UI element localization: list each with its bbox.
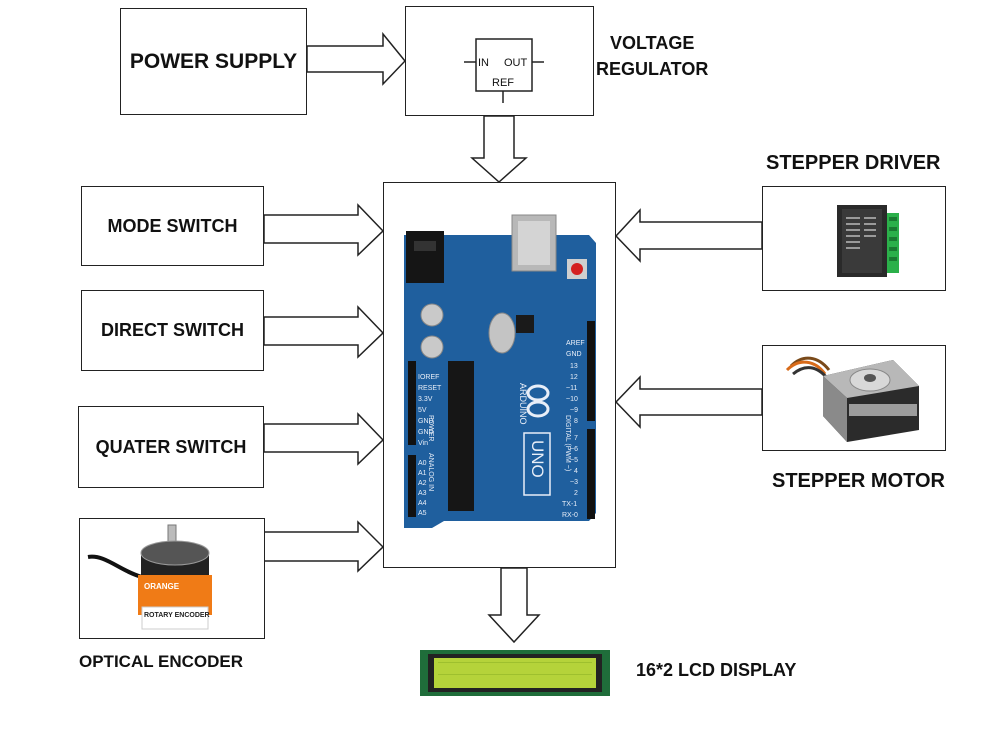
arrow-direct-switch [263,305,385,359]
arduino-power-label: POWER [427,415,434,441]
regulator-ref-label: REF [492,77,514,89]
pin-a4: A4 [418,500,427,507]
lcd-display-image [420,650,610,696]
pin-gnd-1: GND [418,418,434,425]
pin-tx: TX-1 [562,501,577,508]
rotary-encoder-image: ORANGE ROTARY ENCODER [87,524,212,630]
optical-encoder-label: OPTICAL ENCODER [79,652,244,671]
pin-a5: A5 [418,510,427,517]
arrow-regulator-to-arduino [470,115,528,184]
pin-a3: A3 [418,490,427,497]
regulator-in-label: IN [478,57,489,69]
pin-3v3: 3.3V [418,396,433,403]
arrow-arduino-to-lcd [487,567,541,644]
voltage-regulator-label-line2: REGULATOR [596,59,709,79]
pin-3: ~3 [570,479,578,486]
pin-5: ~5 [570,457,578,464]
arduino-brand-text: ARDUINO [518,383,528,425]
regulator-out-label: OUT [504,57,528,69]
stepper-motor-label: STEPPER MOTOR [772,470,945,492]
pin-5v: 5V [418,407,427,414]
pin-a1: A1 [418,470,427,477]
arduino-uno-board: ARDUINO UNO DIGITAL (PWM ~) POWER ANALOG… [404,214,596,528]
encoder-name-text: ROTARY ENCODER [144,612,210,619]
pin-10: ~10 [566,396,578,403]
arrow-quater-switch [263,412,385,466]
voltage-regulator-label-line1: VOLTAGE [610,33,695,53]
mode-switch-label: MODE SWITCH [107,215,238,236]
optical-encoder-block: ORANGE ROTARY ENCODER [79,518,265,639]
direct-switch-block: DIRECT SWITCH [81,290,264,371]
arrow-stepper-driver [614,208,763,263]
encoder-brand-text: ORANGE [144,582,180,591]
stepper-driver-image [837,205,899,277]
pin-12: 12 [570,374,578,381]
mode-switch-block: MODE SWITCH [81,186,264,266]
arrow-mode-switch [263,203,385,257]
stepper-driver-block [762,186,946,291]
arduino-digital-label: DIGITAL (PWM ~) [564,415,571,471]
power-supply-label: POWER SUPPLY [129,49,298,73]
stepper-motor-block [762,345,946,451]
stepper-motor-image [785,356,919,442]
pin-aref: AREF [566,340,585,347]
lcd-display-label: 16*2 LCD DISPLAY [636,660,797,680]
pin-4: 4 [574,468,578,475]
direct-switch-label: DIRECT SWITCH [101,320,244,340]
pin-a2: A2 [418,480,427,487]
pin-6: ~6 [570,446,578,453]
pin-gnd-2: GND [418,429,434,436]
pin-reset: RESET [418,385,442,392]
arrow-encoder [263,520,385,573]
arrow-stepper-motor [614,375,763,429]
pin-13: 13 [570,363,578,370]
pin-a0: A0 [418,460,427,467]
pin-9: ~9 [570,407,578,414]
quater-switch-label: QUATER SWITCH [95,436,247,457]
power-supply-block: POWER SUPPLY [120,8,307,115]
quater-switch-block: QUATER SWITCH [78,406,264,488]
pin-11: ~11 [566,385,577,392]
pin-rx: RX-0 [562,512,578,519]
regulator-symbol: IN OUT REF [464,38,544,103]
arduino-block: ARDUINO UNO DIGITAL (PWM ~) POWER ANALOG… [383,182,616,568]
stepper-driver-label: STEPPER DRIVER [766,152,941,174]
pin-gnd-r: GND [566,351,582,358]
pin-8: 8 [574,418,578,425]
arduino-analog-label: ANALOG IN [427,453,434,491]
pin-ioref: IOREF [418,374,439,381]
arrow-power-to-regulator [306,31,406,86]
voltage-regulator-block: IN OUT REF [405,6,594,116]
arduino-model-text: UNO [528,440,547,478]
pin-2: 2 [574,490,578,497]
pin-vin: Vin [418,440,428,447]
pin-7: 7 [574,435,578,442]
